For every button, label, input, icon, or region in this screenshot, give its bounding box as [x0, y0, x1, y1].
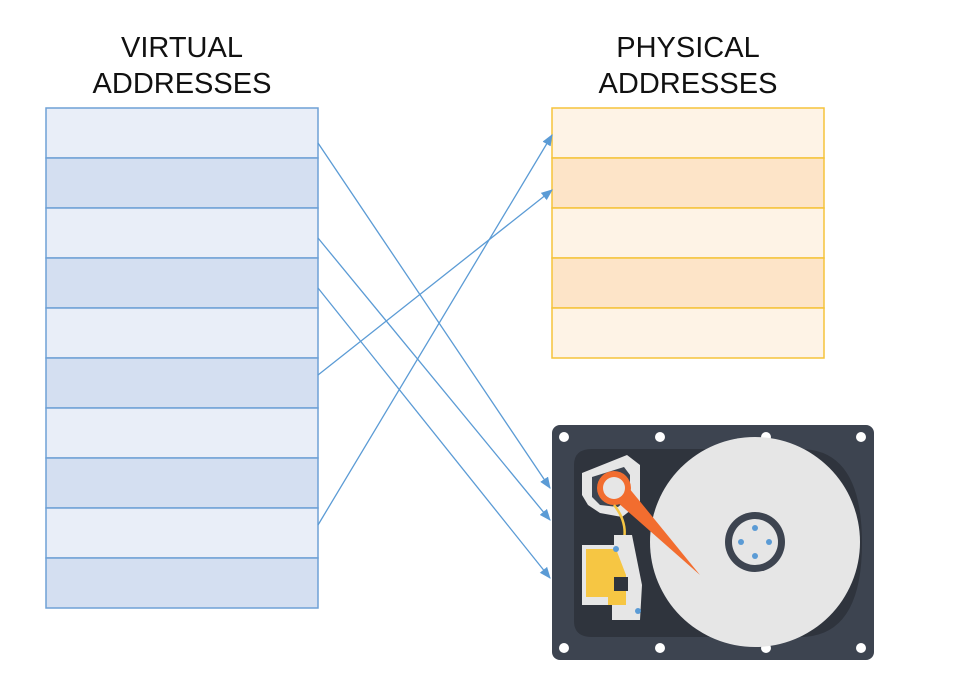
virtual-row-3: [45, 207, 319, 259]
virtual-row-9: [45, 507, 319, 559]
read-write-arm: [600, 477, 700, 575]
physical-row-2: [551, 157, 825, 209]
physical-addresses-title: PHYSICAL ADDRESSES: [552, 30, 824, 102]
physical-row-5: [551, 307, 825, 359]
virtual-address-table: [45, 107, 319, 609]
physical-row-4: [551, 257, 825, 309]
virtual-row-4: [45, 257, 319, 309]
virtual-row-6: [45, 357, 319, 409]
virtual-addresses-title: VIRTUAL ADDRESSES: [46, 30, 318, 102]
spindle-screws: [738, 525, 772, 559]
hard-disk-drive-icon: [552, 425, 874, 660]
physical-address-table: [551, 107, 825, 359]
controller-chip: [614, 577, 628, 591]
virtual-row-2: [45, 157, 319, 209]
virtual-row-1: [45, 107, 319, 159]
board-screws: [613, 546, 641, 614]
virtual-title-line1: VIRTUAL: [121, 32, 243, 64]
virtual-row-5: [45, 307, 319, 359]
mapping-arrows: [317, 133, 553, 579]
virtual-row-10: [45, 557, 319, 609]
physical-title-line1: PHYSICAL: [616, 32, 760, 64]
mapping-arrow-virtual-row-1-to-disk: [317, 142, 551, 489]
spindle-hub: [732, 519, 778, 565]
mapping-arrow-virtual-row-6-to-physical-row-2: [317, 189, 553, 376]
virtual-title-line2: ADDRESSES: [92, 68, 272, 100]
physical-row-3: [551, 207, 825, 259]
physical-row-1: [551, 107, 825, 159]
mapping-arrow-virtual-row-4-to-disk: [317, 287, 551, 579]
mapping-arrow-virtual-row-3-to-disk: [317, 237, 551, 521]
mapping-arrow-virtual-row-9-to-physical-row-1: [317, 133, 553, 526]
physical-title-line2: ADDRESSES: [598, 68, 778, 100]
virtual-row-8: [45, 457, 319, 509]
virtual-row-7: [45, 407, 319, 459]
arm-pivot-inner: [603, 477, 625, 499]
